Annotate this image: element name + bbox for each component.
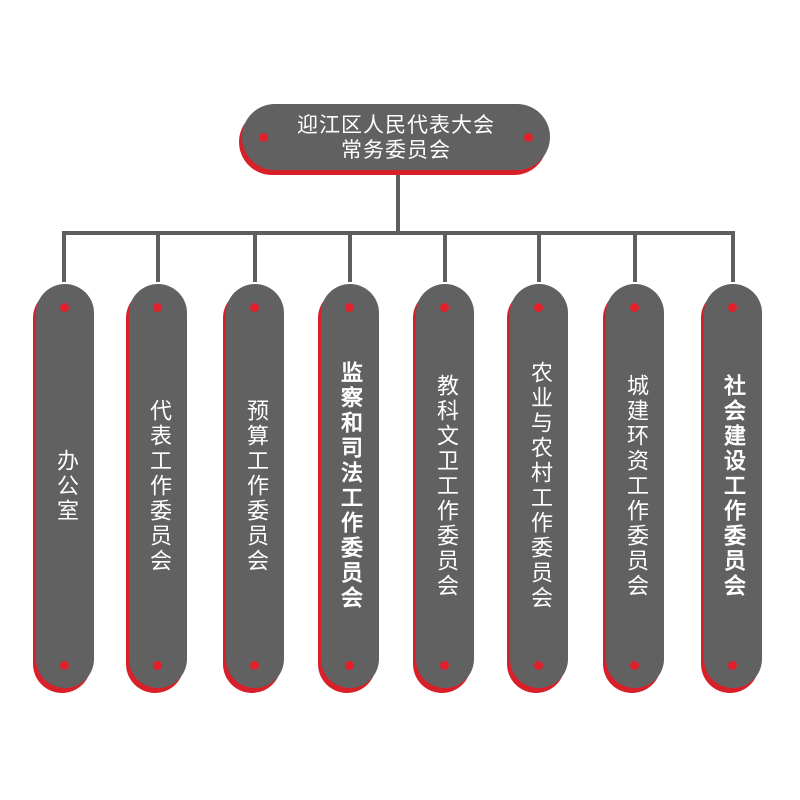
child-node-agriculture-committee: 农业与农村工作委员会: [510, 284, 568, 688]
node-dot-icon: [534, 303, 543, 312]
node-dot-icon: [345, 303, 354, 312]
node-dot-icon: [250, 661, 259, 670]
child-node-label: 社会建设工作委员会: [720, 373, 746, 599]
child-node-label: 办公室: [53, 448, 78, 524]
node-dot-icon: [250, 303, 259, 312]
node-dot-icon: [440, 303, 449, 312]
child-node-deputies-committee: 代表工作委员会: [129, 284, 187, 688]
root-title-line-2: 常务委员会: [341, 138, 451, 162]
node-dot-icon: [60, 303, 69, 312]
node-dot-icon: [534, 661, 543, 670]
node-dot-icon: [630, 303, 639, 312]
node-dot-icon: [259, 133, 268, 142]
node-dot-icon: [345, 661, 354, 670]
child-node-label: 预算工作委员会: [243, 398, 268, 574]
child-node-label: 农业与农村工作委员会: [527, 361, 552, 611]
node-dot-icon: [153, 303, 162, 312]
root-title: 迎江区人民代表大会 常务委员会: [282, 113, 510, 163]
child-node-social-development-committee: 社会建设工作委员会: [704, 284, 762, 688]
root-title-line-1: 迎江区人民代表大会: [297, 113, 495, 137]
node-dot-icon: [728, 661, 737, 670]
child-node-education-science-committee: 教科文卫工作委员会: [416, 284, 474, 688]
node-dot-icon: [524, 133, 533, 142]
child-node-label: 教科文卫工作委员会: [433, 373, 458, 599]
child-node-label: 监察和司法工作委员会: [337, 361, 363, 611]
child-node-budget-committee: 预算工作委员会: [226, 284, 284, 688]
node-dot-icon: [60, 661, 69, 670]
root-node: 迎江区人民代表大会 常务委员会: [242, 104, 550, 170]
child-node-urban-environment-committee: 城建环资工作委员会: [606, 284, 664, 688]
child-node-supervision-judicial-committee: 监察和司法工作委员会: [321, 284, 379, 688]
child-node-office: 办公室: [36, 284, 94, 688]
node-dot-icon: [153, 661, 162, 670]
node-dot-icon: [440, 661, 449, 670]
child-node-label: 代表工作委员会: [146, 398, 171, 574]
node-dot-icon: [728, 303, 737, 312]
child-node-label: 城建环资工作委员会: [623, 373, 648, 599]
node-dot-icon: [630, 661, 639, 670]
